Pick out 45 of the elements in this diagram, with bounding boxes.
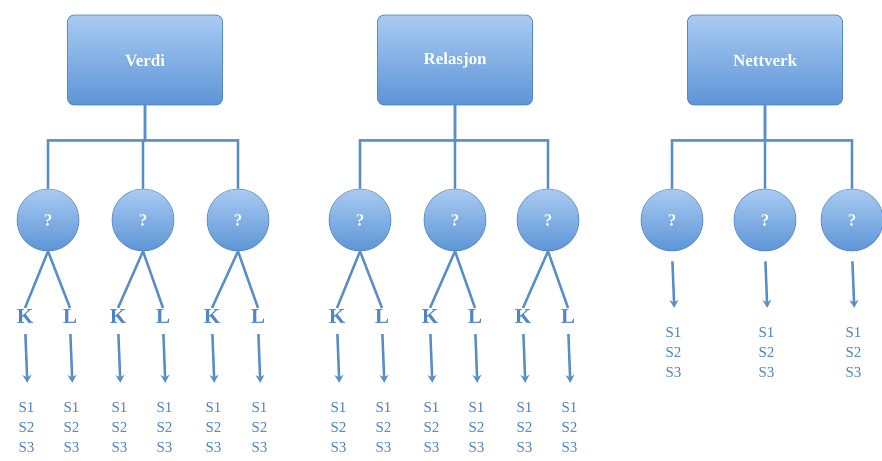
connector-line — [428, 250, 456, 308]
letter-label: L — [251, 309, 264, 323]
option-list: S1 S2 S3 — [206, 402, 221, 452]
connector-line — [236, 250, 260, 308]
letter-label: K — [17, 309, 33, 323]
connector-line — [116, 250, 144, 308]
letter-label: K — [422, 309, 438, 323]
letter-label: L — [468, 309, 482, 323]
letter-label: L — [156, 309, 170, 323]
option-list: S1 S2 S3 — [376, 402, 391, 452]
connector-line — [210, 250, 240, 308]
option-list: S1 S2 S3 — [562, 402, 577, 452]
letter-label: K — [110, 309, 126, 323]
option-list: S1 S2 S3 — [20, 402, 34, 452]
option-list: S1 S2 S3 — [470, 402, 484, 452]
connector-line — [522, 250, 550, 308]
option-list: S1 S2 S3 — [518, 402, 532, 452]
option-list: S1 S2 S3 — [252, 402, 267, 452]
option-list: S1 S2 S3 — [64, 402, 79, 452]
connector-line — [46, 250, 72, 308]
connector-line — [546, 250, 570, 308]
connector-line — [454, 105, 550, 189]
option-list: S1 S2 S3 — [846, 327, 861, 377]
label-box: Relasjon — [377, 14, 533, 106]
connector-line — [24, 250, 50, 308]
connector-line — [336, 250, 362, 308]
letter-label: L — [561, 309, 574, 323]
connector-line — [142, 250, 164, 308]
letter-label: K — [329, 309, 345, 323]
letter-label: K — [204, 309, 220, 323]
connector-line — [764, 105, 854, 189]
label-box: Verdi — [67, 14, 223, 106]
connector-line — [144, 105, 240, 189]
letter-label: K — [515, 309, 531, 323]
option-list: S1 S2 S3 — [158, 402, 172, 452]
option-list: S1 S2 S3 — [424, 402, 439, 452]
connector-line — [454, 250, 476, 308]
label-box: Nettverk — [687, 14, 843, 106]
letter-label: L — [63, 309, 76, 323]
connector-line — [358, 250, 384, 308]
option-list: S1 S2 S3 — [760, 327, 774, 377]
option-list: S1 S2 S3 — [112, 402, 127, 452]
option-list: S1 S2 S3 — [666, 327, 681, 377]
letter-label: L — [375, 309, 388, 323]
option-list: S1 S2 S3 — [332, 402, 346, 452]
